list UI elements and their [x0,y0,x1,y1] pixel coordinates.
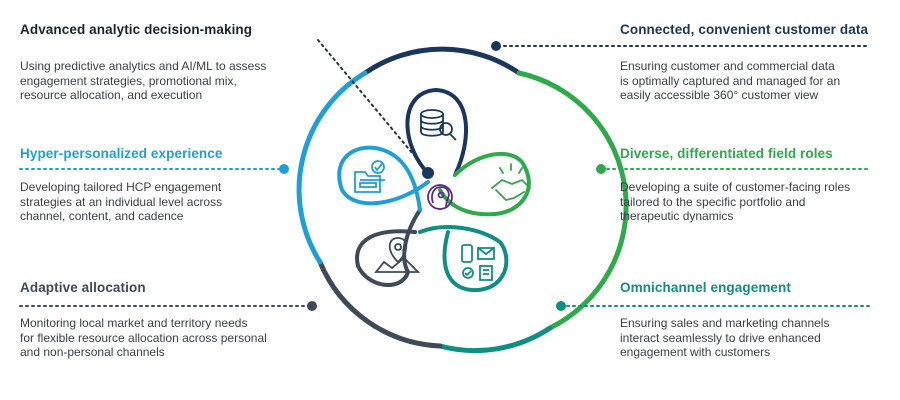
desc-advanced: Using predictive analytics and AI/ML to … [20,59,300,103]
desc-line: interact seamlessly to drive enhanced [620,330,821,345]
block-hyper: Hyper-personalized experience Developing… [20,145,300,224]
ring-arc-green [516,70,629,331]
ring-arc-slate [317,259,443,349]
handshake-icon [491,163,531,201]
petal-left [337,145,430,212]
title-diverse: Diverse, differentiated field roles [620,146,833,161]
dot-hyper [279,164,289,174]
petal-bottom-left [355,208,422,287]
desc-line: Developing a suite of customer-facing ro… [620,180,851,194]
block-connected: Connected, convenient customer data Ensu… [620,21,900,103]
desc-line: Ensuring sales and marketing channels [620,316,830,330]
dot-omni [556,301,566,311]
map-pin-icon [374,237,421,273]
desc-line: therapeutic dynamics [620,209,734,223]
desc-line: engagement with customers [620,345,771,359]
desc-line: Developing tailored HCP engagement [20,180,222,194]
block-omni: Omnichannel engagement Ensuring sales an… [620,279,900,360]
desc-connected: Ensuring customer and commercial data is… [620,59,900,103]
ring-arc-navy [362,46,522,76]
title-advanced: Advanced analytic decision-making [20,22,253,37]
database-search-icon [420,109,457,141]
folders-check-icon [354,160,385,193]
block-advanced: Advanced analytic decision-making Using … [20,21,300,103]
ring-arc-teal [437,325,553,354]
desc-hyper: Developing tailored HCP engagement strat… [20,180,300,224]
title-connected: Connected, convenient customer data [620,22,869,37]
center-dot [422,167,434,179]
desc-line: Ensuring customer and commercial data [620,59,835,73]
desc-line: tailored to the specific portfolio and [620,194,806,209]
desc-line: resource allocation, and execution [20,88,203,102]
desc-line: is optimally captured and managed for an [620,73,841,88]
desc-line: engagement strategies, promotional mix, [20,73,237,88]
desc-omni: Ensuring sales and marketing channels in… [620,316,900,360]
ring-arc-sky [296,70,368,265]
desc-diverse: Developing a suite of customer-facing ro… [620,180,900,224]
dot-connected [491,41,501,51]
channels-icon [461,244,495,281]
desc-line: for flexible resource allocation across … [20,330,267,345]
petal-top [405,88,469,177]
petal-bottom-right [418,225,509,293]
title-omni: Omnichannel engagement [620,280,791,295]
petal-right [438,151,531,217]
title-adaptive: Adaptive allocation [20,280,146,295]
desc-line: Monitoring local market and territory ne… [20,316,248,330]
block-diverse: Diverse, differentiated field roles Deve… [620,145,900,224]
desc-line: channel, content, and cadence [20,209,184,223]
dot-diverse [596,164,606,174]
desc-line: strategies at an individual level across [20,194,223,209]
desc-line: easily accessible 360° customer view [620,88,819,102]
desc-line: Using predictive analytics and AI/ML to … [20,59,267,73]
title-hyper: Hyper-personalized experience [20,146,223,161]
desc-line: and non-personal channels [20,345,165,359]
block-adaptive: Adaptive allocation Monitoring local mar… [20,279,300,360]
dot-adaptive [307,301,317,311]
brain-gear-icon [427,184,453,210]
desc-adaptive: Monitoring local market and territory ne… [20,316,300,360]
